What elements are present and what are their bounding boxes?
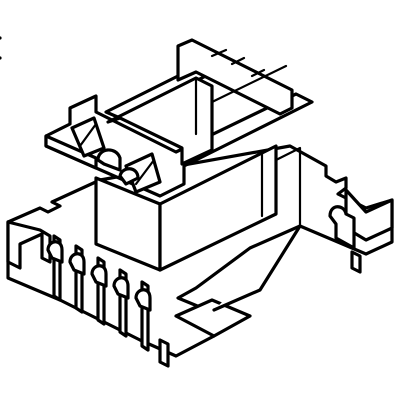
channel-center-ridge xyxy=(106,76,214,166)
pin-front xyxy=(158,338,170,368)
pin-1-hook xyxy=(46,240,64,264)
core-side-face xyxy=(158,144,278,272)
base-front-ledge xyxy=(174,298,252,338)
flange-top-plate xyxy=(44,92,314,198)
pins xyxy=(46,234,170,368)
base-right-notch xyxy=(328,205,356,250)
pin-5-hook xyxy=(134,288,152,312)
channel-back-wall xyxy=(176,38,294,116)
flange-front-lip xyxy=(44,134,98,170)
pin-2-hook xyxy=(68,252,86,276)
bobbin-core xyxy=(94,144,302,272)
back-ridge-pins xyxy=(210,48,266,78)
core-side-slot xyxy=(260,146,302,228)
pin-3-hook xyxy=(90,264,108,288)
base-right-post xyxy=(350,250,362,274)
pin-4-hook xyxy=(112,276,130,300)
upper-flange xyxy=(44,38,314,198)
base-front-step xyxy=(212,224,302,312)
flange-notch-center xyxy=(118,167,140,186)
front-clips xyxy=(70,116,162,194)
ridge-face-line xyxy=(194,64,288,136)
left-clip-slash xyxy=(78,122,98,148)
flange-notch-left xyxy=(96,148,122,172)
center-clip-slash xyxy=(134,158,156,186)
base-left-block xyxy=(6,220,52,270)
